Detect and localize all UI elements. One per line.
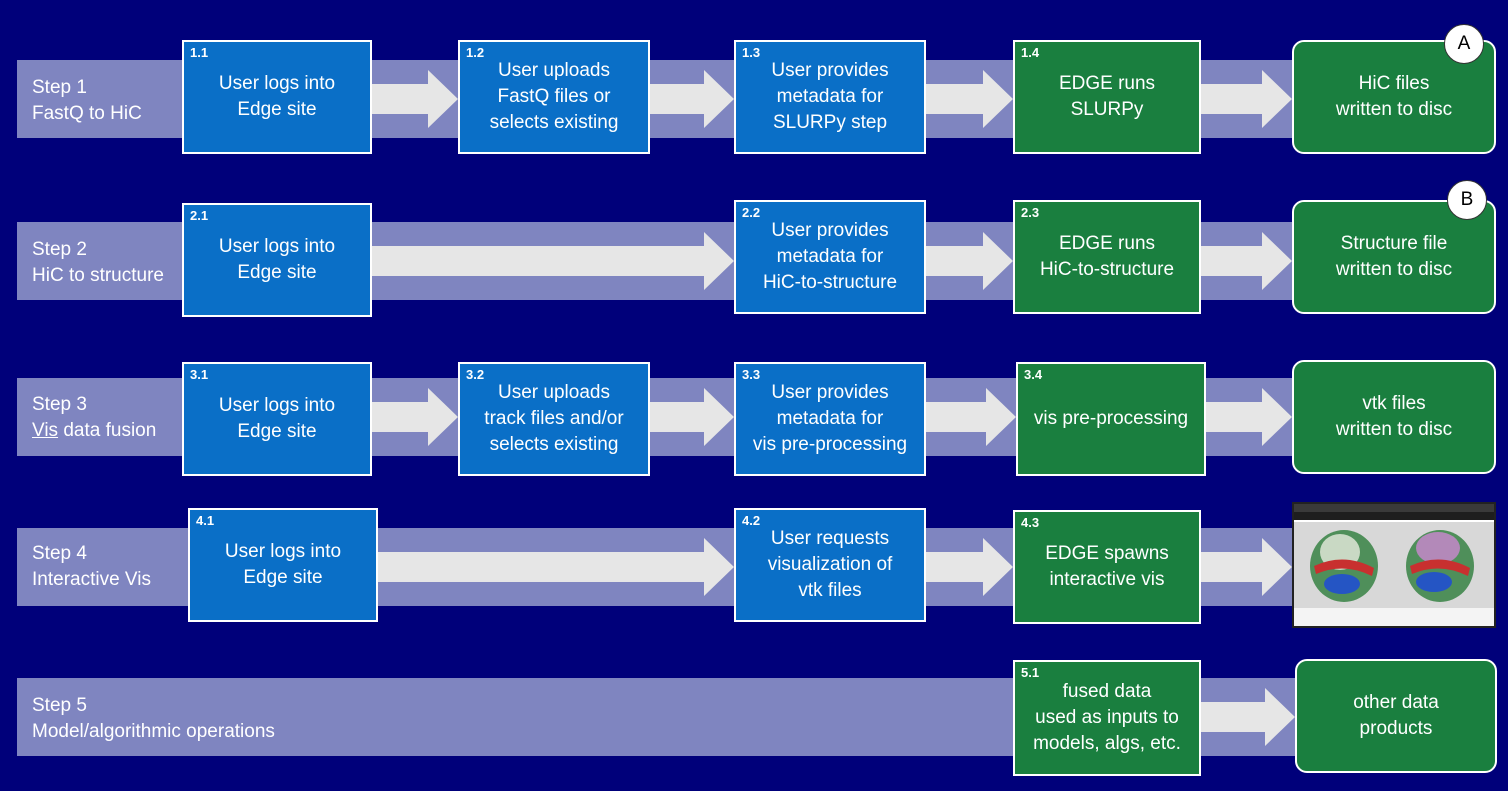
box-3-3: 3.3 User provides metadata for vis pre-p…: [734, 362, 926, 476]
step3-title: Step 3: [32, 394, 87, 415]
box-text: User logs into Edge site: [218, 236, 336, 283]
box-text: User uploads FastQ files or selects exis…: [489, 60, 619, 133]
thumb-nav-bar: [1294, 512, 1494, 520]
box-text: User provides metadata for SLURPy step: [771, 60, 889, 133]
arrow-right-icon: [372, 388, 458, 446]
thumb-visualization: [1294, 522, 1494, 610]
box-number: 2.1: [190, 208, 209, 223]
box-text: vis pre-processing: [1033, 408, 1189, 429]
box-number: 1.3: [742, 45, 761, 60]
box-1-3: 1.3 User provides metadata for SLURPy st…: [734, 40, 926, 154]
box-text: vtk files written to disc: [1335, 393, 1453, 440]
box-text: User logs into Edge site: [224, 541, 342, 588]
arrow-right-icon: [926, 388, 1016, 446]
box-text: User requests visualization of vtk files: [767, 528, 893, 601]
step1-label: Step 1 FastQ to HiC: [32, 75, 142, 127]
box-text: other data products: [1353, 692, 1439, 739]
step2-title: Step 2: [32, 239, 87, 260]
box-text: Structure file written to disc: [1335, 233, 1453, 280]
arrow-right-icon: [372, 232, 734, 290]
arrow-right-icon: [372, 70, 458, 128]
arrow-right-icon: [1201, 70, 1292, 128]
box-2-1: 2.1 User logs into Edge site: [182, 203, 372, 317]
box-number: 1.2: [466, 45, 485, 60]
step4-subtitle: Interactive Vis: [32, 569, 151, 590]
box-text: User logs into Edge site: [218, 73, 336, 120]
box-number: 3.3: [742, 367, 761, 382]
step5-label: Step 5 Model/algorithmic operations: [32, 693, 275, 745]
box-text: User logs into Edge site: [218, 395, 336, 442]
box-2-output: Structure file written to disc: [1292, 200, 1496, 314]
box-1-2: 1.2 User uploads FastQ files or selects …: [458, 40, 650, 154]
badge-b: B: [1447, 180, 1487, 220]
box-number: 2.3: [1021, 205, 1040, 220]
badge-a: A: [1444, 24, 1484, 64]
step4-title: Step 4: [32, 543, 87, 564]
arrow-right-icon: [1201, 538, 1292, 596]
step5-subtitle: Model/algorithmic operations: [32, 721, 275, 742]
arrow-right-icon: [1206, 388, 1292, 446]
box-number: 1.4: [1021, 45, 1040, 60]
box-4-3: 4.3 EDGE spawns interactive vis: [1013, 510, 1201, 624]
box-number: 4.3: [1021, 515, 1040, 530]
box-5-1: 5.1 fused data used as inputs to models,…: [1013, 660, 1201, 776]
step5-title: Step 5: [32, 695, 87, 716]
box-text: EDGE runs SLURPy: [1058, 73, 1156, 120]
box-number: 5.1: [1021, 665, 1040, 680]
box-1-1: 1.1 User logs into Edge site: [182, 40, 372, 154]
interactive-vis-screenshot-image: [1292, 502, 1496, 628]
box-1-4: 1.4 EDGE runs SLURPy: [1013, 40, 1201, 154]
box-number: 3.4: [1024, 367, 1043, 382]
box-text: User provides metadata for HiC-to-struct…: [762, 220, 898, 293]
box-2-3: 2.3 EDGE runs HiC-to-structure: [1013, 200, 1201, 314]
thumb-footer: [1294, 608, 1494, 626]
box-text: User provides metadata for vis pre-proce…: [752, 382, 908, 455]
step1-title: Step 1: [32, 77, 87, 98]
box-number: 2.2: [742, 205, 761, 220]
box-number: 4.2: [742, 513, 761, 528]
thumb-browser-bar: [1294, 504, 1494, 512]
box-number: 3.1: [190, 367, 209, 382]
arrow-right-icon: [926, 70, 1013, 128]
box-number: 4.1: [196, 513, 215, 528]
box-4-2: 4.2 User requests visualization of vtk f…: [734, 508, 926, 622]
box-number: 1.1: [190, 45, 209, 60]
step3-subtitle: Vis data fusion: [32, 418, 156, 444]
arrow-right-icon: [650, 70, 734, 128]
box-text: User uploads track files and/or selects …: [484, 382, 624, 455]
step4-label: Step 4 Interactive Vis: [32, 541, 151, 593]
box-4-1: 4.1 User logs into Edge site: [188, 508, 378, 622]
arrow-right-icon: [378, 538, 734, 596]
box-3-4: 3.4 vis pre-processing: [1016, 362, 1206, 476]
box-text: HiC files written to disc: [1335, 73, 1453, 120]
step2-label: Step 2 HiC to structure: [32, 237, 164, 289]
box-text: EDGE spawns interactive vis: [1045, 543, 1169, 590]
box-3-2: 3.2 User uploads track files and/or sele…: [458, 362, 650, 476]
arrow-right-icon: [926, 538, 1013, 596]
arrow-right-icon: [1201, 232, 1292, 290]
arrow-right-icon: [650, 388, 734, 446]
box-3-1: 3.1 User logs into Edge site: [182, 362, 372, 476]
box-3-output: vtk files written to disc: [1292, 360, 1496, 474]
step2-subtitle: HiC to structure: [32, 265, 164, 286]
box-text: EDGE runs HiC-to-structure: [1039, 233, 1175, 280]
step1-subtitle: FastQ to HiC: [32, 103, 142, 124]
box-5-output: other data products: [1295, 659, 1497, 773]
arrow-right-icon: [926, 232, 1013, 290]
box-number: 3.2: [466, 367, 485, 382]
step3-subtitle-vis: Vis: [32, 420, 59, 441]
box-2-2: 2.2 User provides metadata for HiC-to-st…: [734, 200, 926, 314]
box-text: fused data used as inputs to models, alg…: [1033, 681, 1181, 754]
step3-subtitle-rest: data fusion: [58, 420, 157, 441]
arrow-right-icon: [1201, 688, 1295, 746]
step3-label: Step 3 Vis data fusion: [32, 392, 156, 444]
